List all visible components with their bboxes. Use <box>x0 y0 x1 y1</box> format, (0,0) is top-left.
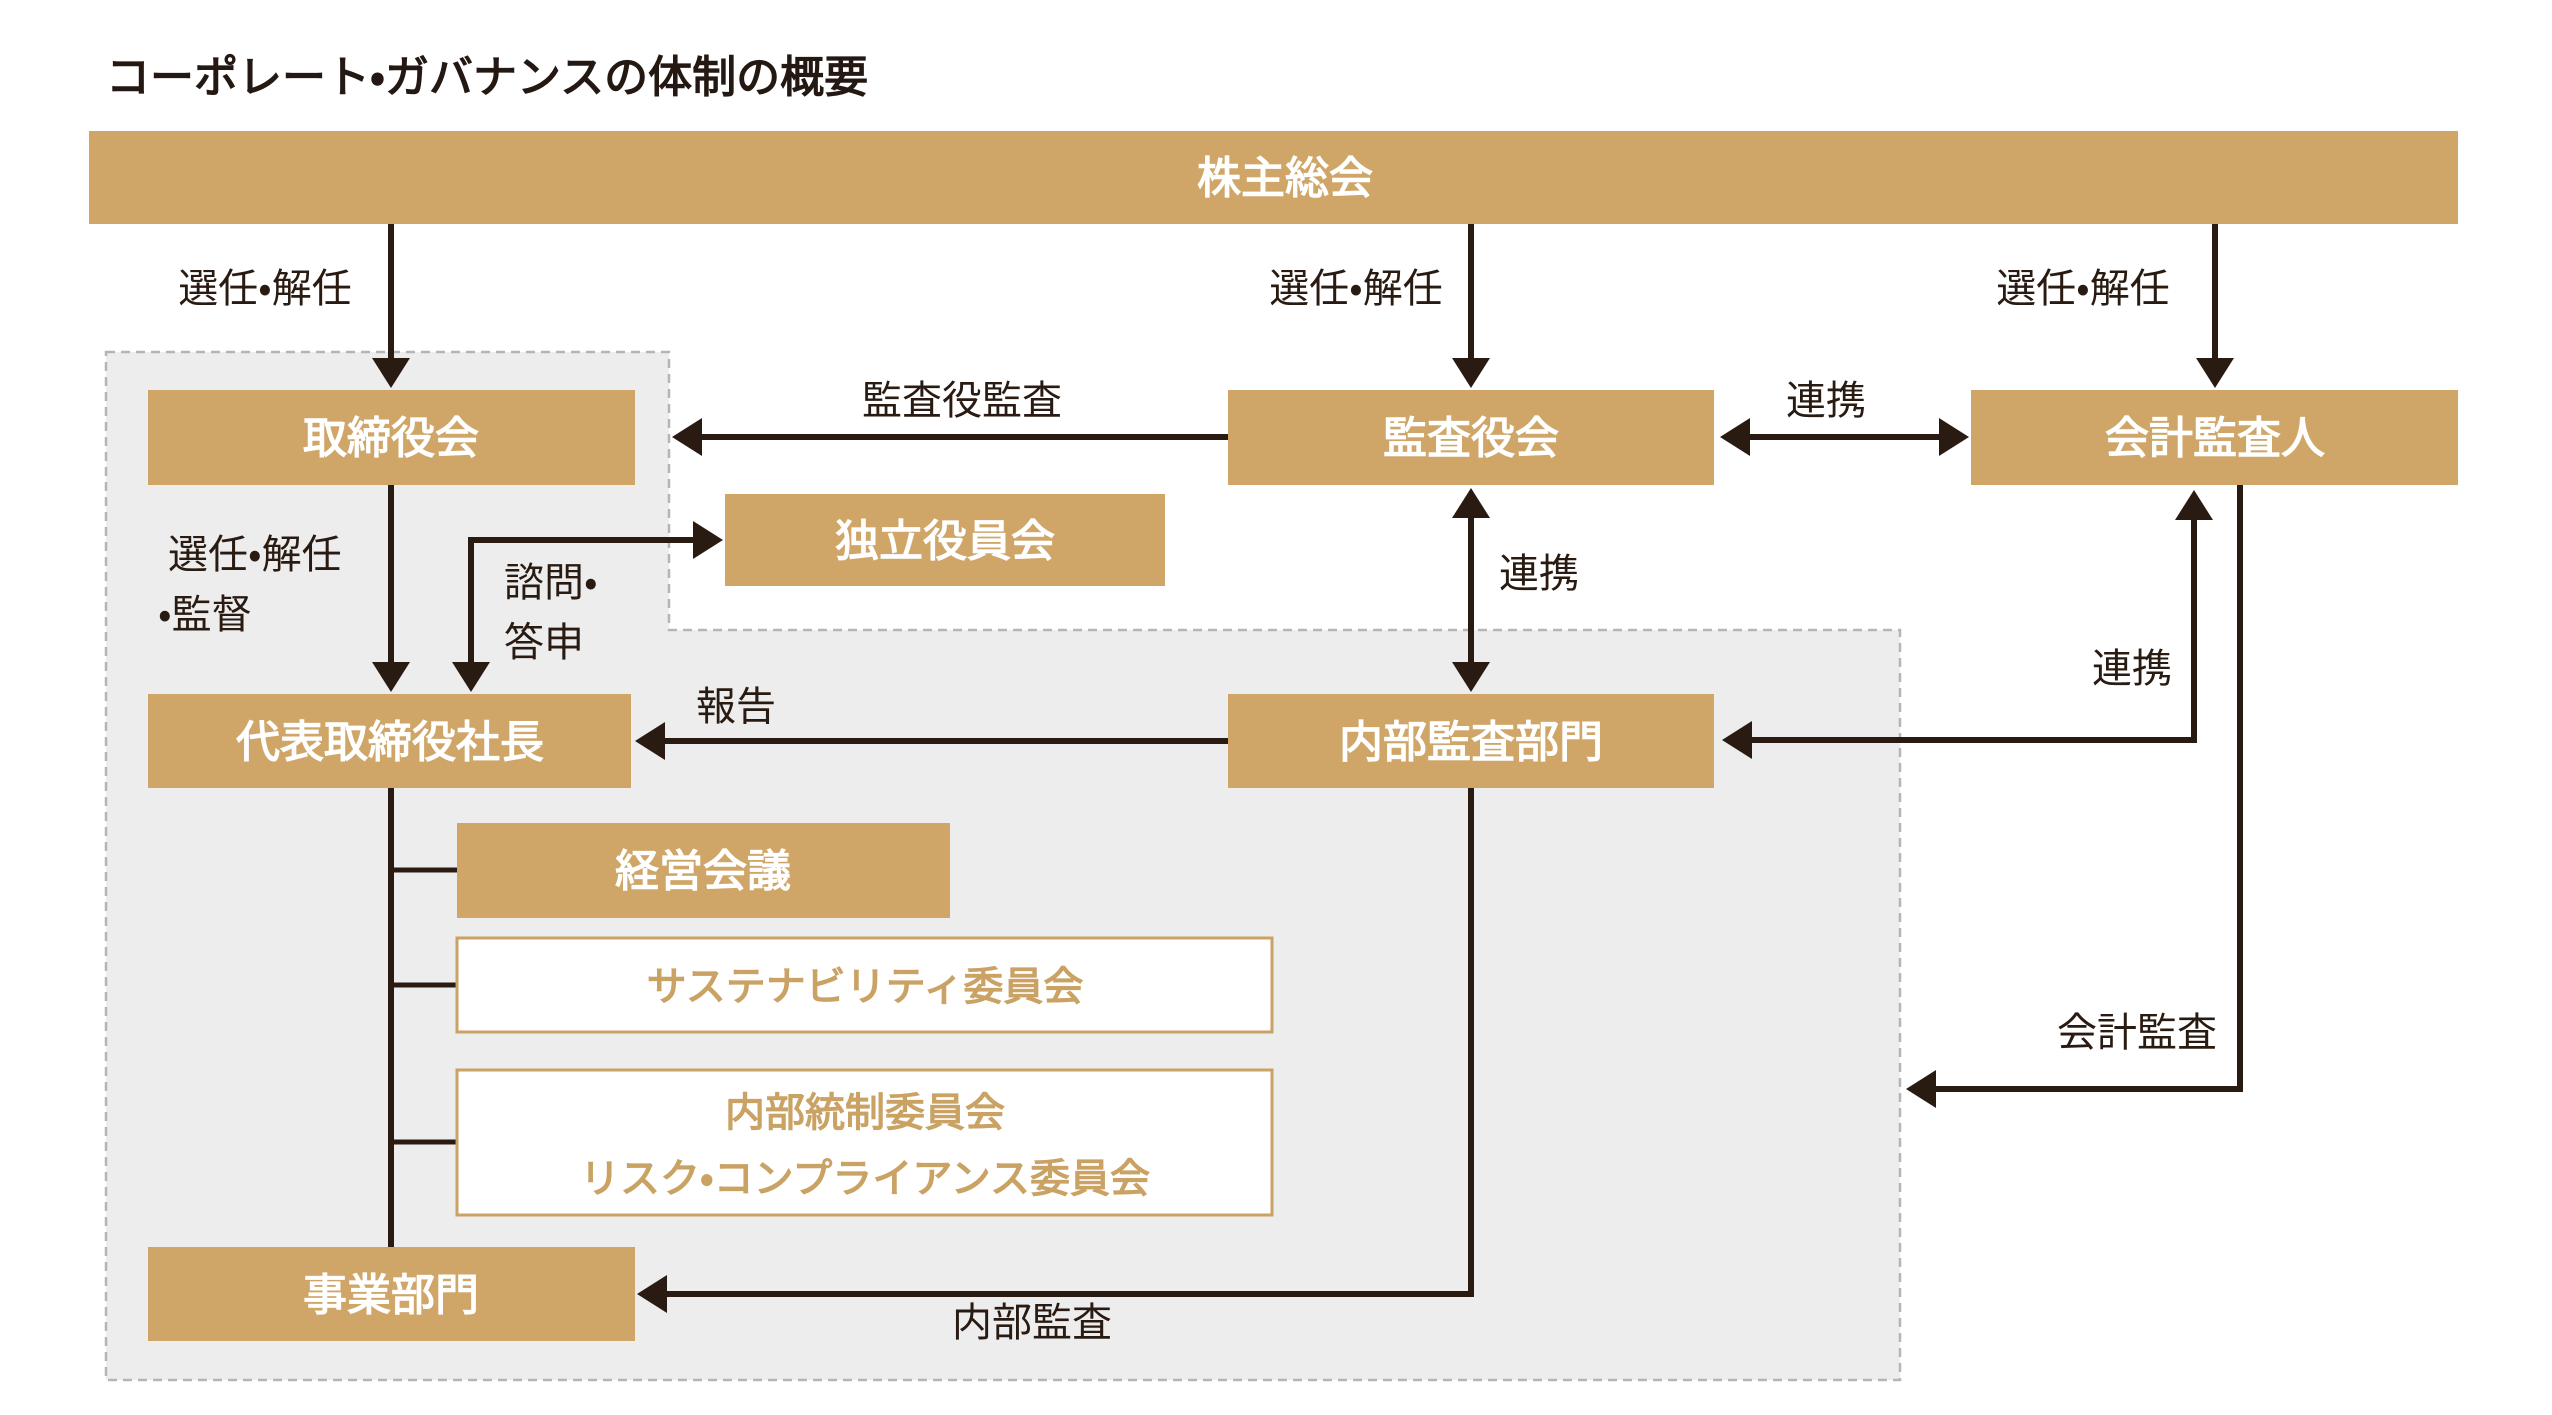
box-shareholders <box>89 131 2458 224</box>
label-internal-audit-dept: 内部監査部門 <box>1339 718 1603 767</box>
box-independent-officers <box>725 494 1165 586</box>
edge-president-independent <box>468 537 697 666</box>
edge-acct-accountingaudit <box>1934 485 2243 1092</box>
arrowhead-left-internalaudit <box>637 1275 667 1313</box>
page-title: コーポレート・ガバナンスの体制の概要 <box>106 53 868 102</box>
label-internal-control-line1: 内部統制委員会 <box>725 1091 1005 1135</box>
arrowhead-up-cooperation-right <box>2175 490 2213 520</box>
arrowhead-down-auditboard <box>1452 358 1490 388</box>
edge-label-appoint-dismiss-board: 選任・解任 <box>178 267 352 311</box>
edge-internalaudit-business <box>665 788 1474 1297</box>
label-accounting-auditor: 会計監査人 <box>2105 414 2326 463</box>
label-independent-officers: 独立役員会 <box>835 517 1055 566</box>
arrowhead-down-acct <box>2196 358 2234 388</box>
arrowhead-left-report <box>635 722 665 760</box>
edge-label-appoint-dismiss-audit: 選任・解任 <box>1269 267 1443 311</box>
edge-label-appoint-supervise-line1: 選任・解任 <box>168 533 342 577</box>
edge-label-consult-line2: 答申 <box>504 621 584 665</box>
edge-internalaudit-acct-cooperation <box>1750 516 2197 743</box>
edge-label-accounting-audit: 会計監査 <box>2057 1011 2217 1055</box>
label-board: 取締役会 <box>303 414 479 463</box>
edge-label-cooperation-mid: 連携 <box>1499 552 1579 596</box>
edge-label-auditor-audit: 監査役監査 <box>862 379 1062 423</box>
arrowhead-down-supervise <box>372 662 410 692</box>
box-accounting-auditor <box>1971 390 2458 485</box>
edge-label-appoint-supervise-line2: ・監督 <box>158 593 252 637</box>
label-audit-board: 監査役会 <box>1383 414 1559 463</box>
label-shareholders: 株主総会 <box>1197 154 1373 203</box>
arrowhead-down-consult <box>452 662 490 692</box>
arrowhead-down-cooperation-mid <box>1452 662 1490 692</box>
arrowhead-left-accountingaudit <box>1906 1070 1936 1108</box>
box-sustainability-committee <box>455 936 1274 1034</box>
box-internal-control-committee <box>455 1068 1274 1217</box>
arrowhead-right-cooperation-top <box>1939 418 1969 456</box>
box-business-divisions <box>148 1247 635 1341</box>
edge-label-appoint-dismiss-acct: 選任・解任 <box>1996 267 2170 311</box>
edge-label-cooperation-top: 連携 <box>1786 379 1866 423</box>
arrowhead-up-cooperation-mid <box>1452 488 1490 518</box>
edge-label-cooperation-right: 連携 <box>2092 647 2172 691</box>
box-internal-audit-dept <box>1228 694 1714 788</box>
arrowhead-down-board <box>372 358 410 388</box>
label-management-council: 経営会議 <box>615 847 791 896</box>
edge-label-consult-line1: 諮問・ <box>504 561 598 605</box>
edge-label-internal-audit: 内部監査 <box>952 1301 1112 1345</box>
label-internal-control-line2: リスク・コンプライアンス委員会 <box>580 1157 1150 1201</box>
box-board <box>148 390 635 485</box>
label-president: 代表取締役社長 <box>235 718 544 767</box>
label-sustainability-committee: サステナビリティ委員会 <box>647 965 1084 1009</box>
box-audit-board <box>1228 390 1714 485</box>
arrowhead-right-consult <box>693 521 723 559</box>
arrowhead-left-cooperation-right <box>1722 721 1752 759</box>
arrowhead-left-cooperation-top <box>1720 418 1750 456</box>
box-management-council <box>457 823 950 918</box>
edge-label-report: 報告 <box>696 685 776 729</box>
box-president <box>148 694 631 788</box>
arrowhead-left-auditoraudit <box>672 418 702 456</box>
label-business-divisions: 事業部門 <box>303 1271 479 1320</box>
